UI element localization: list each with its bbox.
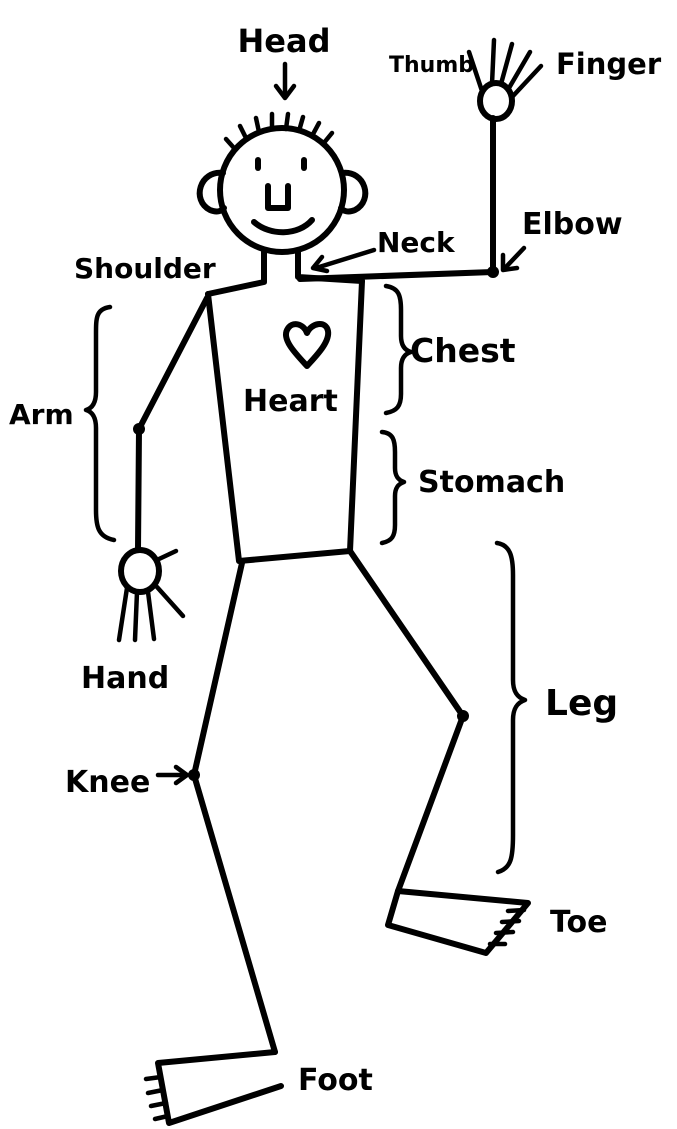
shoulder-label: Shoulder xyxy=(74,252,216,285)
leg-label: Leg xyxy=(545,683,618,724)
lowered-hand xyxy=(119,550,183,640)
left-foot-outline xyxy=(158,1052,281,1123)
head xyxy=(200,114,366,252)
heart-label: Heart xyxy=(243,384,338,419)
left-elbow-joint xyxy=(133,423,145,435)
finger-label: Finger xyxy=(556,47,662,81)
head-label: Head xyxy=(238,22,331,60)
lowered-arm xyxy=(138,298,207,550)
elbow-arrow xyxy=(503,248,524,270)
left-foot xyxy=(146,1052,281,1123)
lowered-palm xyxy=(121,550,159,592)
head-arrow xyxy=(276,64,294,98)
thumb-label: Thumb xyxy=(389,53,474,78)
leg-brace xyxy=(497,543,525,872)
neck-label: Neck xyxy=(377,226,456,259)
torso xyxy=(208,281,362,561)
right-knee-joint xyxy=(457,710,469,722)
hand-label: Hand xyxy=(81,661,169,696)
raised-hand xyxy=(469,40,541,119)
foot-label: Foot xyxy=(298,1063,373,1098)
left-leg xyxy=(194,563,275,1052)
right-leg xyxy=(350,551,463,891)
neck-left xyxy=(208,250,264,294)
chest-brace xyxy=(386,286,411,413)
chest-label: Chest xyxy=(410,331,516,370)
toe-label: Toe xyxy=(550,905,607,940)
right-foot xyxy=(388,891,528,953)
elbow-label: Elbow xyxy=(522,207,623,242)
elbow-joint xyxy=(487,266,499,278)
stomach-brace xyxy=(382,432,404,543)
knee-arrow xyxy=(158,767,187,783)
neck-arrow xyxy=(313,250,374,271)
knee-label: Knee xyxy=(65,765,150,800)
nose xyxy=(268,186,288,208)
heart-icon xyxy=(286,324,328,366)
arm-label: Arm xyxy=(9,398,74,431)
stomach-label: Stomach xyxy=(418,465,565,500)
knee-joint xyxy=(188,769,200,781)
mouth xyxy=(254,220,312,232)
arm-brace xyxy=(86,307,114,540)
